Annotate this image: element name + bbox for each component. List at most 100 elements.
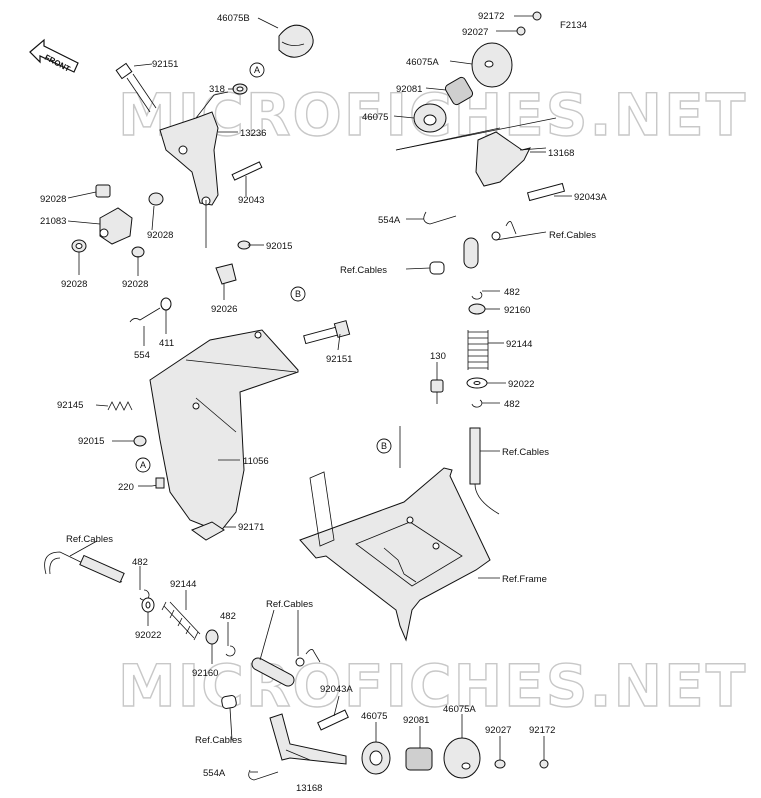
spring-92081-lower xyxy=(405,747,433,771)
clip-92026 xyxy=(215,263,237,285)
collar-92027-lower xyxy=(494,759,506,769)
callout-label: 220 xyxy=(118,482,134,493)
callout-label: 46075A xyxy=(443,704,476,715)
callout-label: Ref.Cables xyxy=(266,599,313,610)
callout-label: 92043 xyxy=(238,195,264,206)
watermark-bottom: MICROFICHES.NET xyxy=(118,652,747,720)
bolt-130 xyxy=(430,379,444,404)
bolt-92043a-lower xyxy=(317,709,349,731)
svg-text:A: A xyxy=(254,65,260,75)
ref-marker-a-upper: A xyxy=(249,62,265,78)
callout-label: 92043A xyxy=(574,192,607,203)
collar-92028-d xyxy=(131,246,145,258)
callout-label: 92028 xyxy=(40,194,66,205)
front-arrow-icon: FRONT xyxy=(29,38,79,74)
callout-label: 92043A xyxy=(320,684,353,695)
knob-46075a-upper xyxy=(471,42,513,88)
callout-label: 554A xyxy=(203,768,226,779)
washer-92022-left xyxy=(141,597,155,613)
spring-92144-left xyxy=(161,601,201,641)
callout-labels: 46075B 92151 318 13236 92028 92043 21083… xyxy=(40,11,607,794)
svg-text:B: B xyxy=(295,289,301,299)
pin-554 xyxy=(129,307,161,323)
callout-label: 92160 xyxy=(504,305,530,316)
callout-label: 92171 xyxy=(238,522,264,533)
callout-label: 46075 xyxy=(362,112,388,123)
shift-knob-46075b xyxy=(278,24,314,58)
knob-46075a-lower xyxy=(443,737,481,779)
cable-end-right xyxy=(469,427,500,515)
boot-46075-upper xyxy=(413,103,447,133)
callout-label: 13168 xyxy=(296,783,322,794)
callout-label: 92144 xyxy=(170,579,196,590)
spring-92081-upper xyxy=(444,76,474,106)
bolt-92151-upper xyxy=(115,62,157,113)
bracket-21083 xyxy=(99,207,133,245)
callout-label: 482 xyxy=(220,611,236,622)
callout-label: 92172 xyxy=(478,11,504,22)
leader-lines xyxy=(67,15,572,773)
callout-label: 482 xyxy=(504,287,520,298)
callout-label: Ref.Cables xyxy=(340,265,387,276)
pin-554a-upper xyxy=(423,211,457,225)
ref-marker-a-lower: A xyxy=(135,457,151,473)
ref-marker-b-upper: B xyxy=(290,286,306,302)
callout-label: 130 xyxy=(430,351,446,362)
callout-label: 318 xyxy=(209,84,225,95)
callout-label: 92081 xyxy=(403,715,429,726)
callout-label: 92151 xyxy=(326,354,352,365)
pin-ref-cables-upper xyxy=(429,261,445,275)
collar-92027-upper xyxy=(516,26,526,36)
callout-label: 92022 xyxy=(508,379,534,390)
callout-label: Ref.Cables xyxy=(195,735,242,746)
cable-end-left xyxy=(44,551,125,584)
screw-92172-lower xyxy=(539,759,549,769)
washer-482-left xyxy=(139,589,150,601)
boot-46075-lower xyxy=(361,741,391,775)
washer-482-right-a xyxy=(471,291,483,300)
bracket-11056 xyxy=(149,329,299,533)
callout-label: 482 xyxy=(132,557,148,568)
callout-label: 92028 xyxy=(61,279,87,290)
callout-label: Ref.Frame xyxy=(502,574,547,585)
shift-lever-13236 xyxy=(159,91,229,206)
callout-label: 92015 xyxy=(78,436,104,447)
collar-92028-c xyxy=(71,239,87,253)
collar-92028-a xyxy=(95,184,111,198)
callout-label: Ref.Cables xyxy=(549,230,596,241)
diagram-code: F2134 xyxy=(560,20,587,31)
ref-marker-b-lower: B xyxy=(376,438,392,454)
lever-13168-upper xyxy=(475,131,547,187)
callout-label: 46075B xyxy=(217,13,250,24)
callout-label: 92160 xyxy=(192,668,218,679)
washer-92022-right xyxy=(466,377,488,389)
clip-92171 xyxy=(190,521,225,541)
collar-92028-b xyxy=(148,192,164,206)
svg-text:B: B xyxy=(381,441,387,451)
collar-92160-right xyxy=(468,303,486,315)
callout-label: 21083 xyxy=(40,216,66,227)
callout-label: 92144 xyxy=(506,339,532,350)
link-plate-upper xyxy=(463,221,517,269)
shift-frame xyxy=(299,467,491,642)
callout-label: 411 xyxy=(159,338,174,349)
spring-92144-right xyxy=(467,330,489,370)
bolt-92151-lower xyxy=(303,320,351,345)
nut-318 xyxy=(232,83,248,95)
callout-label: 92022 xyxy=(135,630,161,641)
svg-text:A: A xyxy=(140,460,146,470)
callout-label: 46075 xyxy=(361,711,387,722)
callout-label: 92151 xyxy=(152,59,178,70)
washer-411 xyxy=(160,297,172,311)
callout-label: 554A xyxy=(378,215,401,226)
callout-label: 11056 xyxy=(243,456,269,467)
washer-482-right-b xyxy=(471,399,483,408)
callout-label: 92026 xyxy=(211,304,237,315)
callout-label: 92172 xyxy=(529,725,555,736)
callout-label: 92145 xyxy=(57,400,83,411)
callout-label: 92027 xyxy=(462,27,488,38)
callout-label: 92028 xyxy=(147,230,173,241)
pin-554a-lower xyxy=(248,769,279,781)
